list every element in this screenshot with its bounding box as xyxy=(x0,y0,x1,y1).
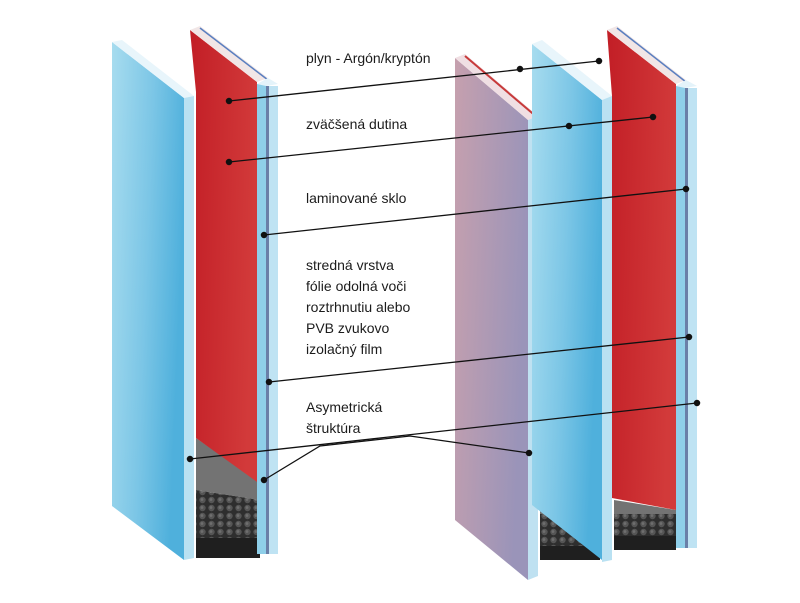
leader-dot-asymmetric-left xyxy=(186,455,194,463)
label-interlayer-line-4: PVB zvukovo xyxy=(306,320,390,336)
leader-dot-gas-left xyxy=(225,97,233,105)
leader-dot-laminated-left xyxy=(260,231,268,239)
label-cavity: zväčšená dutina xyxy=(306,116,408,132)
leader-lines xyxy=(186,57,701,484)
left-laminated-interlayer xyxy=(266,86,269,554)
left-coated-pane-face xyxy=(190,30,257,482)
right-laminated-pane-a xyxy=(676,86,685,548)
label-interlayer-line-3: roztrhnutiu alebo xyxy=(306,299,411,315)
leader-line-asymmetric-b xyxy=(263,435,530,481)
label-laminated: laminované sklo xyxy=(306,190,407,206)
leader-dot-interlayer-left xyxy=(265,378,273,386)
leader-dot-cavity-left xyxy=(225,158,233,166)
left-laminated-pane-b xyxy=(269,86,278,554)
label-gas: plyn - Argón/kryptón xyxy=(306,50,431,66)
leader-line-cavity xyxy=(228,116,654,163)
left-coated-pane-blue-rim xyxy=(199,27,269,81)
left-glass-unit xyxy=(112,26,278,560)
leader-dot-gas-mid xyxy=(516,65,524,73)
left-laminated-pane-a xyxy=(257,84,266,554)
leader-dot-asymmetric-b-left xyxy=(260,476,268,484)
leader-dot-asymmetric-right xyxy=(693,399,701,407)
right-pink-pane-face xyxy=(455,58,528,580)
right-glass-unit xyxy=(455,26,697,580)
leader-dot-asymmetric-b-right xyxy=(525,449,533,457)
right-laminated-top xyxy=(676,80,697,88)
right-pink-pane-red-rim xyxy=(464,55,539,119)
leader-dot-cavity-mid xyxy=(565,122,573,130)
right-pink-pane-top xyxy=(455,54,538,120)
left-sealant xyxy=(196,490,260,548)
right-middle-pane-face xyxy=(532,44,602,560)
label-asymmetric-line-1: Asymetrická xyxy=(306,399,383,415)
label-interlayer-line-5: izolačný film xyxy=(306,341,383,357)
leader-line-laminated xyxy=(263,188,687,236)
leader-dot-cavity-right xyxy=(649,113,657,121)
leader-line-gas xyxy=(228,60,600,102)
label-asymmetric: Asymetrická štruktúra xyxy=(306,397,382,439)
leader-line-interlayer xyxy=(268,336,690,383)
right-coated-pane-top xyxy=(607,26,686,84)
left-outer-pane-top xyxy=(112,40,194,98)
right-sealant-a-base xyxy=(540,546,600,560)
right-middle-pane-top xyxy=(532,40,612,100)
left-outer-pane-edge xyxy=(184,96,194,560)
left-coated-pane-top xyxy=(190,26,268,82)
label-interlayer-line-1: stredná vrstva xyxy=(306,257,394,273)
leader-dot-interlayer-right xyxy=(685,333,693,341)
label-interlayer: stredná vrstva fólie odolná voči roztrhn… xyxy=(306,255,410,360)
left-spacer xyxy=(196,438,260,500)
left-sealant-base xyxy=(196,538,260,558)
right-coated-pane-face xyxy=(607,30,676,510)
right-sealant-b-base xyxy=(614,536,676,550)
leader-dot-gas-right xyxy=(595,57,603,65)
left-laminated-top xyxy=(257,78,278,86)
label-interlayer-line-2: fólie odolná voči xyxy=(306,278,407,294)
right-middle-pane-edge xyxy=(602,96,612,562)
leader-line-asymmetric-a xyxy=(189,402,698,460)
right-coated-pane-blue-rim xyxy=(616,27,687,83)
right-laminated-pane-b xyxy=(688,88,697,548)
right-spacer-b xyxy=(614,500,676,518)
right-laminated-interlayer xyxy=(685,88,688,548)
left-outer-pane-face xyxy=(112,42,184,560)
label-asymmetric-line-2: štruktúra xyxy=(306,420,361,436)
leader-dot-laminated-right xyxy=(682,185,690,193)
